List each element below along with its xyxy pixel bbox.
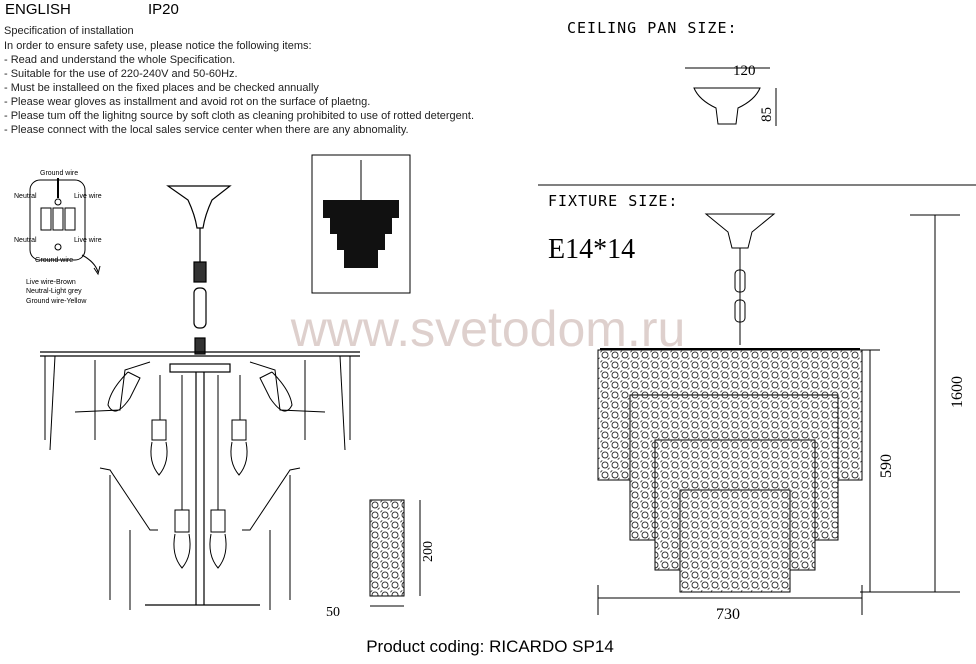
- wiring-legend-item: Live wire-Brown: [26, 279, 76, 286]
- fixture-drawing: [597, 213, 863, 593]
- spec-item: - Suitable for the use of 220-240V and 5…: [4, 68, 238, 80]
- spec-item: - Must be installeed on the fixed places…: [4, 82, 319, 94]
- bulb-spec: E14*14: [548, 234, 635, 265]
- product-coding: Product coding: RICARDO SP14: [366, 637, 614, 656]
- spec-text: Specification of installation In order t…: [4, 25, 474, 136]
- panel-height-label: 200: [421, 541, 436, 562]
- spec-item: - Please wear gloves as installment and …: [4, 96, 370, 108]
- spec-intro: In order to ensure safety use, please no…: [4, 40, 312, 52]
- spec-title: Specification of installation: [4, 25, 134, 37]
- crystal-panel-drawing: 200 50: [326, 499, 436, 620]
- wiring-legend-item: Ground wire-Yellow: [26, 298, 87, 305]
- watermark: www.svetodom.ru: [290, 301, 686, 357]
- neutral-label: Neutral: [14, 237, 37, 244]
- spec-item: - Read and understand the whole Specific…: [4, 54, 235, 66]
- width-label: 730: [716, 606, 740, 623]
- ground-wire-label: Ground wire: [40, 170, 78, 177]
- pan-height-label: 85: [759, 107, 775, 122]
- live-label: Live wire: [74, 237, 102, 244]
- ground-wire-label: Ground wire: [35, 257, 73, 264]
- fixture-title: FIXTURE SIZE:: [548, 192, 678, 210]
- spec-item: - Please tum off the lighitng source by …: [4, 110, 474, 122]
- neutral-label: Neutral: [14, 193, 37, 200]
- language-label: ENGLISH: [5, 1, 71, 18]
- bulb-icon: [107, 371, 293, 569]
- chandelier-frame-drawing: [40, 185, 360, 610]
- ip-rating: IP20: [148, 1, 179, 18]
- panel-width-label: 50: [326, 605, 340, 620]
- live-label: Live wire: [74, 193, 102, 200]
- wiring-diagram: Ground wire Neutral Live wire Neutral Li…: [14, 170, 102, 305]
- total-height-label: 1600: [949, 376, 966, 408]
- product-thumbnail: [311, 154, 411, 294]
- pan-width-label: 120: [733, 63, 756, 79]
- ceiling-pan-title: CEILING PAN SIZE:: [567, 19, 738, 37]
- wiring-legend-item: Neutral-Light grey: [26, 288, 82, 295]
- spec-item: - Please connect with the local sales se…: [4, 124, 409, 136]
- ceiling-pan-drawing: 120 85: [685, 63, 777, 126]
- fixture-dimensions: [597, 214, 960, 615]
- body-height-label: 590: [878, 454, 895, 478]
